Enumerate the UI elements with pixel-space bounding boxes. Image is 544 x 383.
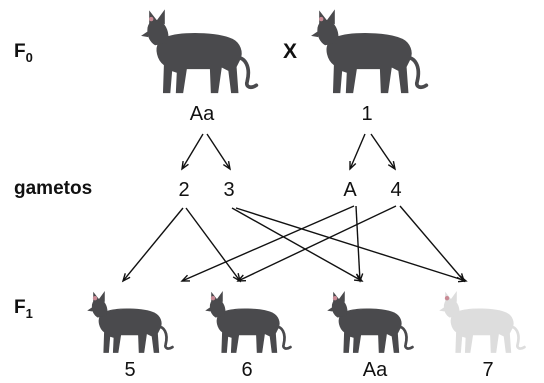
offspring-cat [326, 290, 414, 354]
gamete-label: 4 [390, 179, 402, 201]
arrow-head [387, 161, 397, 171]
offspring-cat [204, 290, 292, 354]
cross-symbol: X [282, 40, 298, 63]
arrow-head [222, 161, 231, 171]
arrow-line [399, 205, 465, 282]
parent-label: Aa [189, 103, 215, 125]
arrow-line [237, 205, 397, 282]
offspring-label: Aa [362, 359, 388, 381]
arrow-line [206, 133, 231, 170]
row-label-gametes: gametos [14, 178, 93, 199]
gamete-label: A [343, 179, 357, 201]
parent-cat [140, 8, 259, 95]
gamete-label: 3 [223, 179, 235, 201]
arrow-head [355, 273, 364, 283]
offspring-cat [86, 290, 174, 354]
parent-label: 1 [361, 103, 373, 125]
arrow-line [181, 205, 355, 282]
arrow-line [349, 133, 366, 170]
arrow-head [353, 274, 364, 282]
arrow-line [355, 205, 361, 282]
arrow-head [121, 273, 131, 283]
offspring-cat [438, 290, 526, 354]
arrow-line [370, 133, 396, 170]
row-label-f1: F1 [14, 297, 33, 321]
arrow-head [181, 160, 189, 171]
arrow-head [349, 160, 357, 171]
gamete-label: 2 [178, 179, 190, 201]
arrow-line [181, 133, 204, 170]
arrow-head [236, 274, 247, 282]
arrow-head [180, 274, 191, 282]
arrow-line [122, 207, 184, 282]
offspring-label: 5 [124, 359, 136, 381]
arrow-line [231, 207, 363, 282]
arrow-line [235, 207, 467, 282]
row-label-f0: F0 [14, 41, 33, 65]
offspring-label: 6 [241, 359, 253, 381]
parent-cat [310, 8, 429, 95]
arrow-head [456, 273, 466, 283]
offspring-label: 7 [482, 359, 494, 381]
arrow-line [185, 207, 241, 282]
